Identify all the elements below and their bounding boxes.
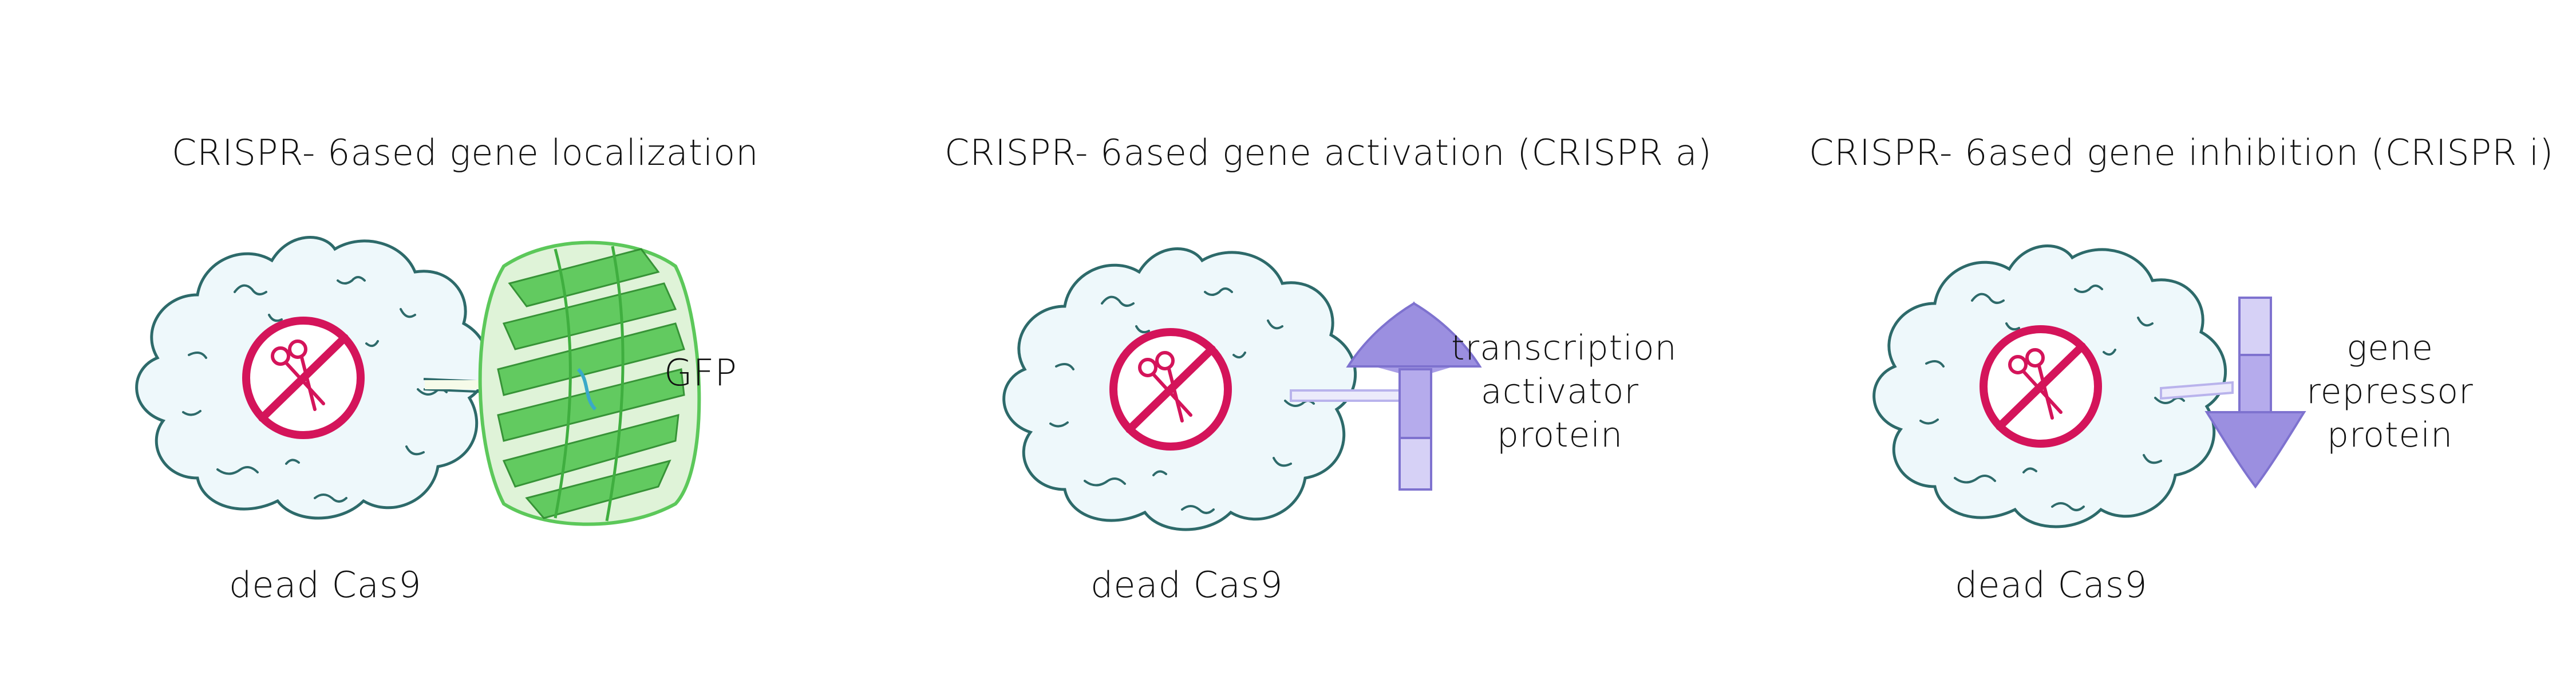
dead-cas9-label: dead Cas9 xyxy=(229,564,422,606)
arrow-up-icon xyxy=(1346,301,1482,491)
panel-title-activation: CRISPR- 6ased gene activation (CRISPR a) xyxy=(945,132,1712,173)
no-cut-scissors-icon xyxy=(1980,325,2102,448)
panel-title-inhibition: CRISPR- 6ased gene inhibition (CRISPR i) xyxy=(1809,132,2554,173)
repressor-line-3: protein xyxy=(2326,415,2453,455)
linker xyxy=(1290,389,1406,402)
dead-cas9-protein xyxy=(1004,249,1356,530)
arrow-down-icon xyxy=(2204,297,2306,489)
no-cut-scissors-icon xyxy=(1109,328,1232,451)
activator-line-2: activator xyxy=(1480,372,1639,412)
panel-inhibition xyxy=(1874,246,2306,527)
panel-activation xyxy=(1004,249,1482,530)
panel-title-localization: CRISPR- 6ased gene localization xyxy=(172,132,759,173)
gfp-barrel-icon xyxy=(478,240,701,526)
dead-cas9-label: dead Cas9 xyxy=(1955,564,2148,606)
dead-cas9-protein xyxy=(1874,246,2226,527)
repressor-line-2: repressor xyxy=(2306,372,2474,412)
linker xyxy=(2160,381,2234,400)
repressor-line-1: gene xyxy=(2346,328,2433,368)
panel-localization xyxy=(137,238,701,526)
gfp-label: GFP xyxy=(664,352,737,394)
activator-line-1: transcription xyxy=(1451,328,1677,368)
activator-line-3: protein xyxy=(1496,415,1623,455)
dead-cas9-protein xyxy=(137,238,488,518)
dead-cas9-label: dead Cas9 xyxy=(1091,564,1283,606)
no-cut-scissors-icon xyxy=(242,317,365,439)
activator-protein-label: transcription activator protein xyxy=(1451,326,1677,457)
repressor-protein-label: gene repressor protein xyxy=(2304,326,2476,457)
